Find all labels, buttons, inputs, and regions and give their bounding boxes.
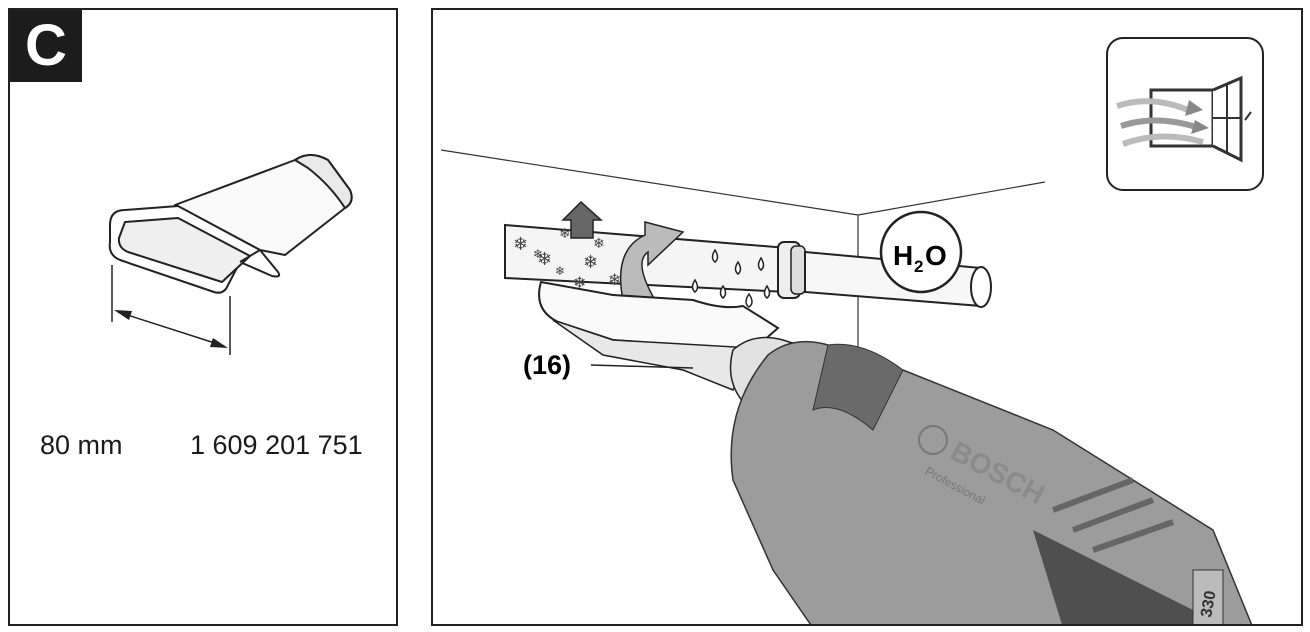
gun-display: 330	[1198, 589, 1219, 618]
nozzle-width: 80 mm	[40, 430, 123, 460]
svg-text:❄: ❄	[513, 234, 528, 255]
hot-air-arrow-icon	[561, 200, 685, 301]
svg-text:❄: ❄	[533, 247, 543, 261]
heat-gun: 330 BOSCH Professional	[729, 336, 1253, 624]
svg-text:❄: ❄	[573, 273, 586, 292]
svg-text:❄: ❄	[537, 249, 552, 270]
svg-text:O: O	[925, 240, 947, 271]
svg-text:❄: ❄	[593, 236, 605, 252]
surface-nozzle-drawing	[108, 154, 353, 355]
accessory-panel: C 80 mm 1 609 201 751	[8, 8, 398, 626]
usage-illustration-panel: ❄ ❄ ❄ ❄ ❄ ❄ ❄ ❄ ❄ ❄	[431, 8, 1303, 626]
part-number: 1 609 201 751	[190, 430, 363, 460]
svg-text:❄: ❄	[608, 270, 621, 289]
reflector-nozzle	[538, 280, 780, 391]
svg-text:H: H	[893, 240, 913, 271]
svg-text:❄: ❄	[555, 264, 565, 278]
ventilation-window-icon	[1106, 37, 1264, 191]
water-drop-icon	[691, 248, 771, 308]
svg-text:2: 2	[914, 257, 923, 276]
svg-text:❄: ❄	[583, 252, 598, 273]
callout-line	[590, 364, 694, 369]
water-label: H 2 O	[879, 210, 963, 294]
panel-letter-badge: C	[10, 10, 82, 82]
thawing-pipe-scene: ❄ ❄ ❄ ❄ ❄ ❄ ❄ ❄ ❄ ❄	[440, 37, 1264, 624]
svg-text:❄: ❄	[559, 226, 571, 242]
callout-label-16: (16)	[523, 350, 571, 380]
